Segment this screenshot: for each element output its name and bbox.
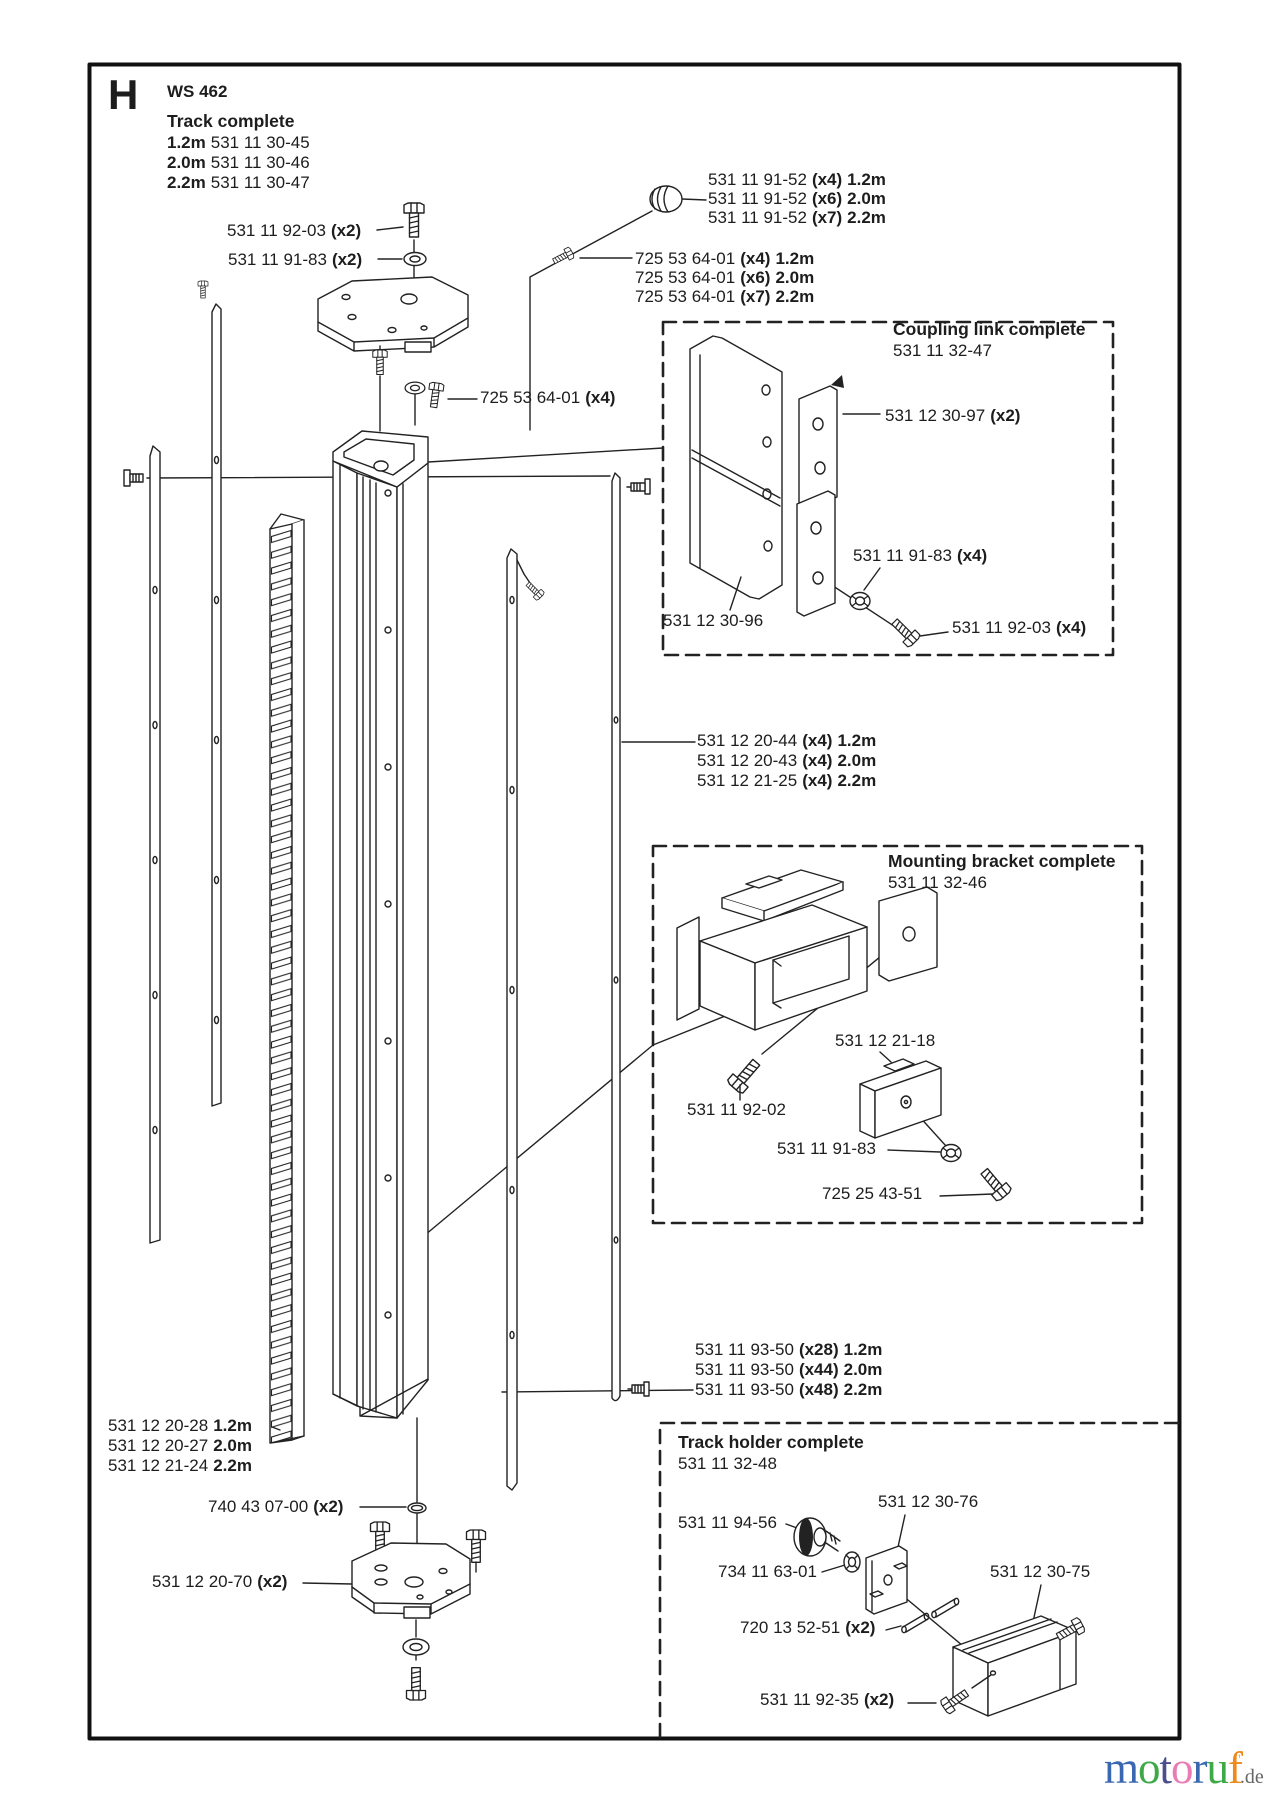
label-line: 725 53 64-01(x7)2.2m — [635, 287, 815, 306]
label-line: 531 12 20-43(x4)2.0m — [697, 751, 877, 770]
screw-strip-c-icon — [523, 579, 546, 602]
label-line: 725 53 64-01(x4)1.2m — [635, 249, 815, 268]
label-mounting-bolt: 531 11 92-02 — [687, 1100, 786, 1119]
mounting-box-part: 531 11 32-46 — [888, 873, 987, 892]
label-holder-screws: 531 11 92-35(x2) — [760, 1690, 895, 1709]
holder-knob — [785, 1517, 841, 1557]
holder-screws — [907, 1616, 1087, 1716]
screw-top-right-icon — [550, 246, 576, 268]
screw-strip-b-icon — [197, 280, 209, 299]
model-name: WS 462 — [167, 82, 228, 101]
wear-strip-left — [149, 445, 161, 1244]
label-top-bolt: 531 11 92-03(x2) — [227, 221, 362, 240]
logo-letter: f — [1228, 1743, 1243, 1793]
logo-letter: r — [1192, 1743, 1208, 1793]
holder-box-frame — [658, 1421, 1180, 1739]
flat-screw-left — [123, 469, 144, 487]
logo-letter: u — [1206, 1743, 1229, 1793]
holder-box-title: Track holder complete — [678, 1432, 864, 1452]
coupling-box-part: 531 11 32-47 — [893, 341, 992, 360]
label-end-plate: 531 12 20-70(x2) — [152, 1572, 288, 1591]
label-coupling-bolt: 531 11 92-03(x4) — [952, 618, 1087, 637]
label-mounting-washer: 531 11 91-83 — [777, 1139, 876, 1158]
label-top-washer: 531 11 91-83(x2) — [228, 250, 363, 269]
label-oring: 740 43 07-00(x2) — [208, 1497, 344, 1516]
label-wear-strips: 531 12 20-44(x4)1.2m 531 12 20-43(x4)2.0… — [697, 731, 876, 791]
label-line: 531 11 93-50(x28)1.2m — [695, 1340, 883, 1359]
flat-screw-strip-d-top — [626, 478, 651, 495]
logo-tick: ' — [1238, 1752, 1241, 1769]
mounting-box-title: Mounting bracket complete — [888, 851, 1116, 871]
label-holder-block: 531 12 30-75 — [990, 1562, 1091, 1581]
wear-strip-c — [506, 548, 533, 1491]
holder-box-part: 531 11 32-48 — [678, 1454, 777, 1473]
holder-block — [952, 1584, 1077, 1717]
label-line: 531 11 91-52(x4)1.2m — [708, 170, 886, 189]
wear-strip-d — [611, 472, 621, 1402]
section-letter: H — [108, 71, 139, 118]
coupling-box-title: Coupling link complete — [893, 319, 1086, 339]
top-end-plate — [317, 276, 469, 353]
label-holder-washer: 734 11 63-01 — [718, 1562, 817, 1581]
logo-letter: m — [1104, 1743, 1139, 1793]
mounting-bracket — [676, 869, 938, 1031]
label-mounting-wedge: 531 12 21-18 — [835, 1031, 936, 1050]
logo-suffix: .de — [1239, 1766, 1264, 1788]
label-line: 531 11 93-50(x44)2.0m — [695, 1360, 883, 1379]
leader-lines — [146, 198, 771, 1585]
holder-washer — [821, 1551, 861, 1573]
bottom-end-plate — [351, 1542, 471, 1619]
coupling-base-plate — [689, 335, 783, 611]
label-holder-pins: 720 13 52-51(x2) — [740, 1618, 876, 1637]
label-line: 531 11 93-50(x48)2.2m — [695, 1380, 883, 1399]
label-line: 725 53 64-01(x6)2.0m — [635, 268, 815, 287]
bottom-washer-bolt — [402, 1619, 430, 1701]
label-top-screws: 725 53 64-01(x4)1.2m 725 53 64-01(x6)2.0… — [635, 249, 814, 306]
label-plate-screw: 725 53 64-01(x4) — [480, 388, 616, 407]
label-coupling-washer: 531 11 91-83(x4) — [853, 546, 988, 565]
track-column — [332, 430, 429, 1419]
logo-letter: o — [1138, 1743, 1160, 1793]
label-mounting-screw: 725 25 43-51 — [822, 1184, 923, 1203]
page-border — [87, 62, 1182, 1741]
label-line: 531 12 20-44(x4)1.2m — [697, 731, 877, 750]
plug-part — [649, 185, 683, 213]
label-line: 531 12 21-25(x4)2.2m — [697, 771, 877, 790]
mounting-washer-screw — [887, 1143, 1013, 1203]
label-holder-plate: 531 12 30-76 — [878, 1492, 979, 1511]
holder-plate — [865, 1514, 908, 1615]
flat-screw-strip-d-bottom — [627, 1381, 650, 1397]
label-line: 531 11 91-52(x6)2.0m — [708, 189, 886, 208]
coupling-washer-bolt — [849, 567, 949, 649]
page-title: Track complete — [167, 111, 295, 131]
label-strip-screws: 531 11 93-50(x28)1.2m 531 11 93-50(x44)2… — [695, 1340, 882, 1400]
label-coupling-base-plate: 531 12 30-96 — [663, 611, 764, 630]
wear-strip-b — [211, 303, 222, 1107]
logo-letter: t — [1159, 1743, 1172, 1793]
label-line: 531 11 91-52(x7)2.2m — [708, 208, 886, 227]
mounting-bolt — [725, 1055, 765, 1101]
gear-rack — [269, 513, 305, 1444]
mounting-box-frame — [651, 844, 1144, 1225]
logo-letter: o — [1171, 1743, 1193, 1793]
label-coupling-link-plate: 531 12 30-97(x2) — [885, 406, 1021, 425]
coupling-box-frame — [661, 320, 1115, 657]
under-plate-fasteners — [372, 345, 445, 432]
mounting-wedge-block — [859, 1051, 942, 1139]
label-plugs: 531 11 91-52(x4)1.2m 531 11 91-52(x6)2.0… — [708, 170, 886, 227]
label-holder-knob: 531 11 94-56 — [678, 1513, 777, 1532]
coupling-link-plates — [796, 375, 881, 617]
holder-pins — [885, 1597, 960, 1634]
motoruf-logo[interactable]: motoruf'.de — [1104, 1746, 1264, 1791]
